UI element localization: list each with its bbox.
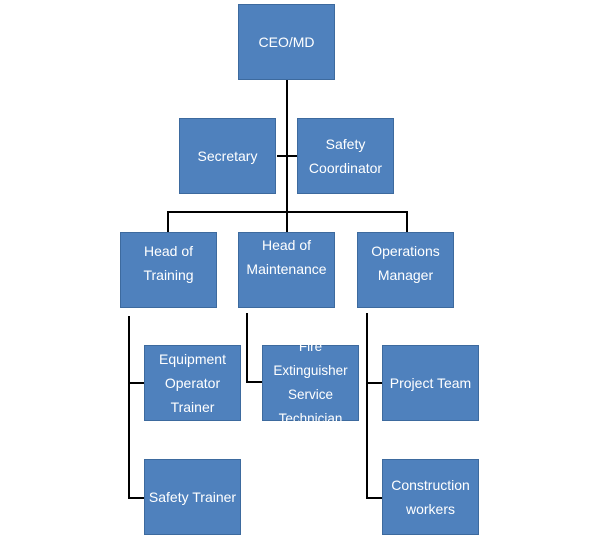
fire-technician-label: Fire Extinguisher Service Technician	[273, 339, 348, 426]
connector-fire-technician	[246, 381, 262, 383]
connector-staff-bar	[277, 155, 297, 157]
secretary-label: Secretary	[197, 148, 258, 164]
head-training-box: Head of Training	[120, 232, 217, 308]
safety-coordinator-label: Safety Coordinator	[308, 136, 383, 176]
fire-technician-box: Fire Extinguisher Service Technician	[262, 339, 359, 426]
operations-manager-box: Operations Manager	[357, 232, 454, 308]
ceo-label: CEO/MD	[258, 34, 315, 50]
connector-training-branch	[128, 316, 130, 499]
construction-workers-label: Construction workers	[391, 477, 470, 517]
safety-trainer-box: Safety Trainer	[144, 459, 241, 535]
connector-construction-workers	[366, 497, 382, 499]
safety-trainer-label: Safety Trainer	[148, 489, 237, 505]
connector-head-maintenance-drop	[286, 211, 288, 232]
secretary-box: Secretary	[179, 118, 276, 194]
connector-equipment-trainer	[128, 382, 144, 384]
head-maintenance-label: Head of Maintenance	[246, 237, 327, 277]
connector-project-team	[366, 382, 382, 384]
connector-safety-trainer	[128, 497, 144, 499]
construction-workers-box: Construction workers	[382, 459, 479, 535]
operations-manager-label: Operations Manager	[371, 243, 440, 283]
equipment-trainer-box: Equipment Operator Trainer	[144, 345, 241, 421]
connector-ceo-trunk	[286, 80, 288, 212]
head-maintenance-box: Head of Maintenance	[238, 232, 335, 308]
safety-coordinator-box: Safety Coordinator	[297, 118, 394, 194]
equipment-trainer-label: Equipment Operator Trainer	[159, 351, 226, 415]
project-team-label: Project Team	[389, 375, 472, 391]
connector-maintenance-branch	[246, 313, 248, 383]
ceo-box: CEO/MD	[238, 4, 335, 80]
connector-head-training-drop	[167, 211, 169, 232]
project-team-box: Project Team	[382, 345, 479, 421]
connector-operations-branch	[366, 313, 368, 499]
connector-operations-drop	[406, 211, 408, 232]
head-training-label: Head of Training	[143, 243, 194, 283]
